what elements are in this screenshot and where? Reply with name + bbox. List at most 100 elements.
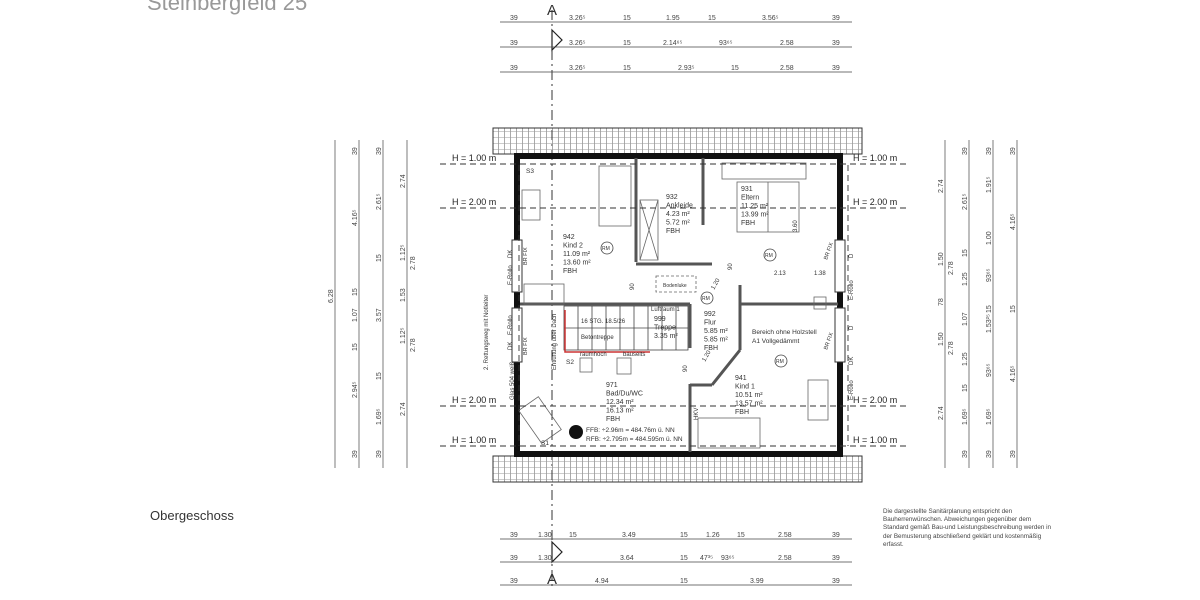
plan-label-luftraum: Luftraum 1 [651, 307, 680, 313]
room-a1: 11.25 m² [741, 203, 769, 210]
dimension-label: 93⁶⁵ [719, 40, 733, 47]
dimension-label: 39 [832, 40, 840, 47]
dimension-label: 39 [962, 147, 969, 155]
dimension-label: 15 [569, 532, 577, 539]
room-a1: 4.23 m² [666, 211, 690, 218]
dimension-label: 6.28 [328, 289, 335, 303]
room-a1: 3.35 m² [654, 333, 678, 340]
rm-label: RM [765, 253, 773, 259]
dimension-label: 1.91⁵ [986, 176, 993, 193]
plan-label-dk: DK [849, 357, 855, 365]
dimension-label: 1.69⁵ [986, 408, 993, 425]
plan-label-d90: 90 [683, 365, 689, 372]
dimension-label: 4.16⁵ [1010, 365, 1017, 382]
section-arrow-top [551, 28, 563, 52]
dimension-label: 39 [832, 578, 840, 585]
room-a2: 16.13 m² [606, 408, 634, 415]
room-a1: 12.34 m² [606, 399, 634, 406]
plan-label-betontreppe: Betontreppe [581, 335, 614, 341]
section-marker-bottom: A [547, 571, 557, 588]
dimension-label: 1.69⁵ [962, 408, 969, 425]
plan-label-s3: S3 [526, 168, 534, 175]
room-heat: FBH [741, 220, 755, 227]
room-name: Ankleide [666, 203, 693, 210]
plan-label-raumhoch: raumhoch [580, 352, 607, 358]
plan-label-d90: 90 [630, 283, 636, 290]
rm-label: RM [602, 246, 610, 252]
dimension-label: 39 [832, 15, 840, 22]
plan-label-erollo: E-Rollo [849, 380, 855, 400]
room-heat: FBH [563, 268, 577, 275]
room-heat: FBH [606, 416, 620, 423]
dimension-label: 2.61⁵ [962, 193, 969, 210]
dimension-label: 3.64 [620, 555, 634, 562]
dimension-label: 39 [832, 65, 840, 72]
plan-label-d120: 1.20 [702, 349, 713, 363]
dimension-label: 2.74 [400, 402, 407, 416]
dimension-label: 3.26⁵ [569, 40, 586, 47]
window-left-1 [511, 239, 523, 293]
window-left-2 [511, 307, 523, 363]
height-label: H = 2.00 m [452, 197, 496, 207]
room-no: 971 [606, 382, 618, 389]
dimension-label: 15 [1010, 305, 1017, 313]
dimension-label: 1.26 [706, 532, 720, 539]
plan-label-brfix: BR FIX [523, 337, 529, 355]
plan-label-dk: DK [508, 250, 514, 258]
floor-label: Obergeschoss [150, 508, 234, 523]
room-heat: FBH [704, 345, 718, 352]
room-name: Kind 2 [563, 243, 583, 250]
dimension-label: 39 [986, 147, 993, 155]
room-no: 942 [563, 234, 575, 241]
plan-label-rettungsweg: 2. Rettungsweg mit Notleiter [484, 295, 490, 370]
dimension-label: 2.58 [778, 532, 792, 539]
dimension-label: 39 [986, 450, 993, 458]
dimension-label: 15 [623, 65, 631, 72]
dimension-label: 15 [680, 532, 688, 539]
dimension-label: 2.94⁵ [352, 381, 359, 398]
dimension-label: 2.74 [938, 179, 945, 193]
plan-label-bodenluke: Bodenluke [663, 283, 687, 289]
dimension-label: 2.14⁶⁵ [663, 40, 683, 47]
sanitary-note: Die dargestellte Sanitärplanung entspric… [883, 508, 1052, 548]
dimension-label: 1.25 [962, 352, 969, 366]
plan-label-entluftung: Entlüftung über Dach [552, 314, 558, 370]
dimension-label: 39 [352, 450, 359, 458]
section-marker-top: A [547, 2, 557, 19]
room-a2: 13.57 m² [735, 401, 763, 408]
plan-label-rfb: RFB: ÷2.795m = 484.595m ü. NN [586, 436, 683, 443]
project-title: Steinbergfeld 25 [147, 0, 308, 15]
dimension-label: 2.58 [780, 40, 794, 47]
dimension-label: 1.12⁵ [400, 327, 407, 344]
dimension-label: 15 [352, 343, 359, 351]
dimension-label: 4.16⁵ [1010, 213, 1017, 230]
room-a1: 10.51 m² [735, 392, 763, 399]
plan-label-hkv: HKV [694, 408, 700, 420]
plan-label-dk: DK [508, 342, 514, 350]
height-label: H = 1.00 m [452, 435, 496, 445]
dimension-label: 1.00 [986, 231, 993, 245]
dimension-label: 2.74 [400, 174, 407, 188]
dimension-label: 39 [352, 147, 359, 155]
dimension-label: 39 [376, 147, 383, 155]
stair-pipe [564, 310, 650, 353]
dimension-label: 3.26⁵ [569, 65, 586, 72]
plan-label-brfix: BR FIX [823, 242, 835, 261]
plan-label-bauseits: bauseits [623, 352, 645, 358]
plan-label-bereich2: A1 Vollgedämmt [752, 338, 800, 345]
dimension-label: 1.07 [352, 308, 359, 322]
dimension-label: 93⁶⁵ [721, 555, 735, 562]
inner-walls [520, 158, 838, 452]
dimension-label: 2.58 [780, 65, 794, 72]
height-label: H = 2.00 m [853, 395, 897, 405]
dimension-label: 15 [376, 254, 383, 262]
dimension-label: 4.94 [595, 578, 609, 585]
room-heat: FBH [735, 409, 749, 416]
dimension-label: 2.93⁵ [678, 65, 695, 72]
plan-label-d: D [849, 325, 855, 330]
dimension-label: 39 [832, 532, 840, 539]
room-no: 932 [666, 194, 678, 201]
dimension-label: 15 [680, 555, 688, 562]
dimension-label: 39 [376, 450, 383, 458]
dimension-label: 1.50 [938, 252, 945, 266]
